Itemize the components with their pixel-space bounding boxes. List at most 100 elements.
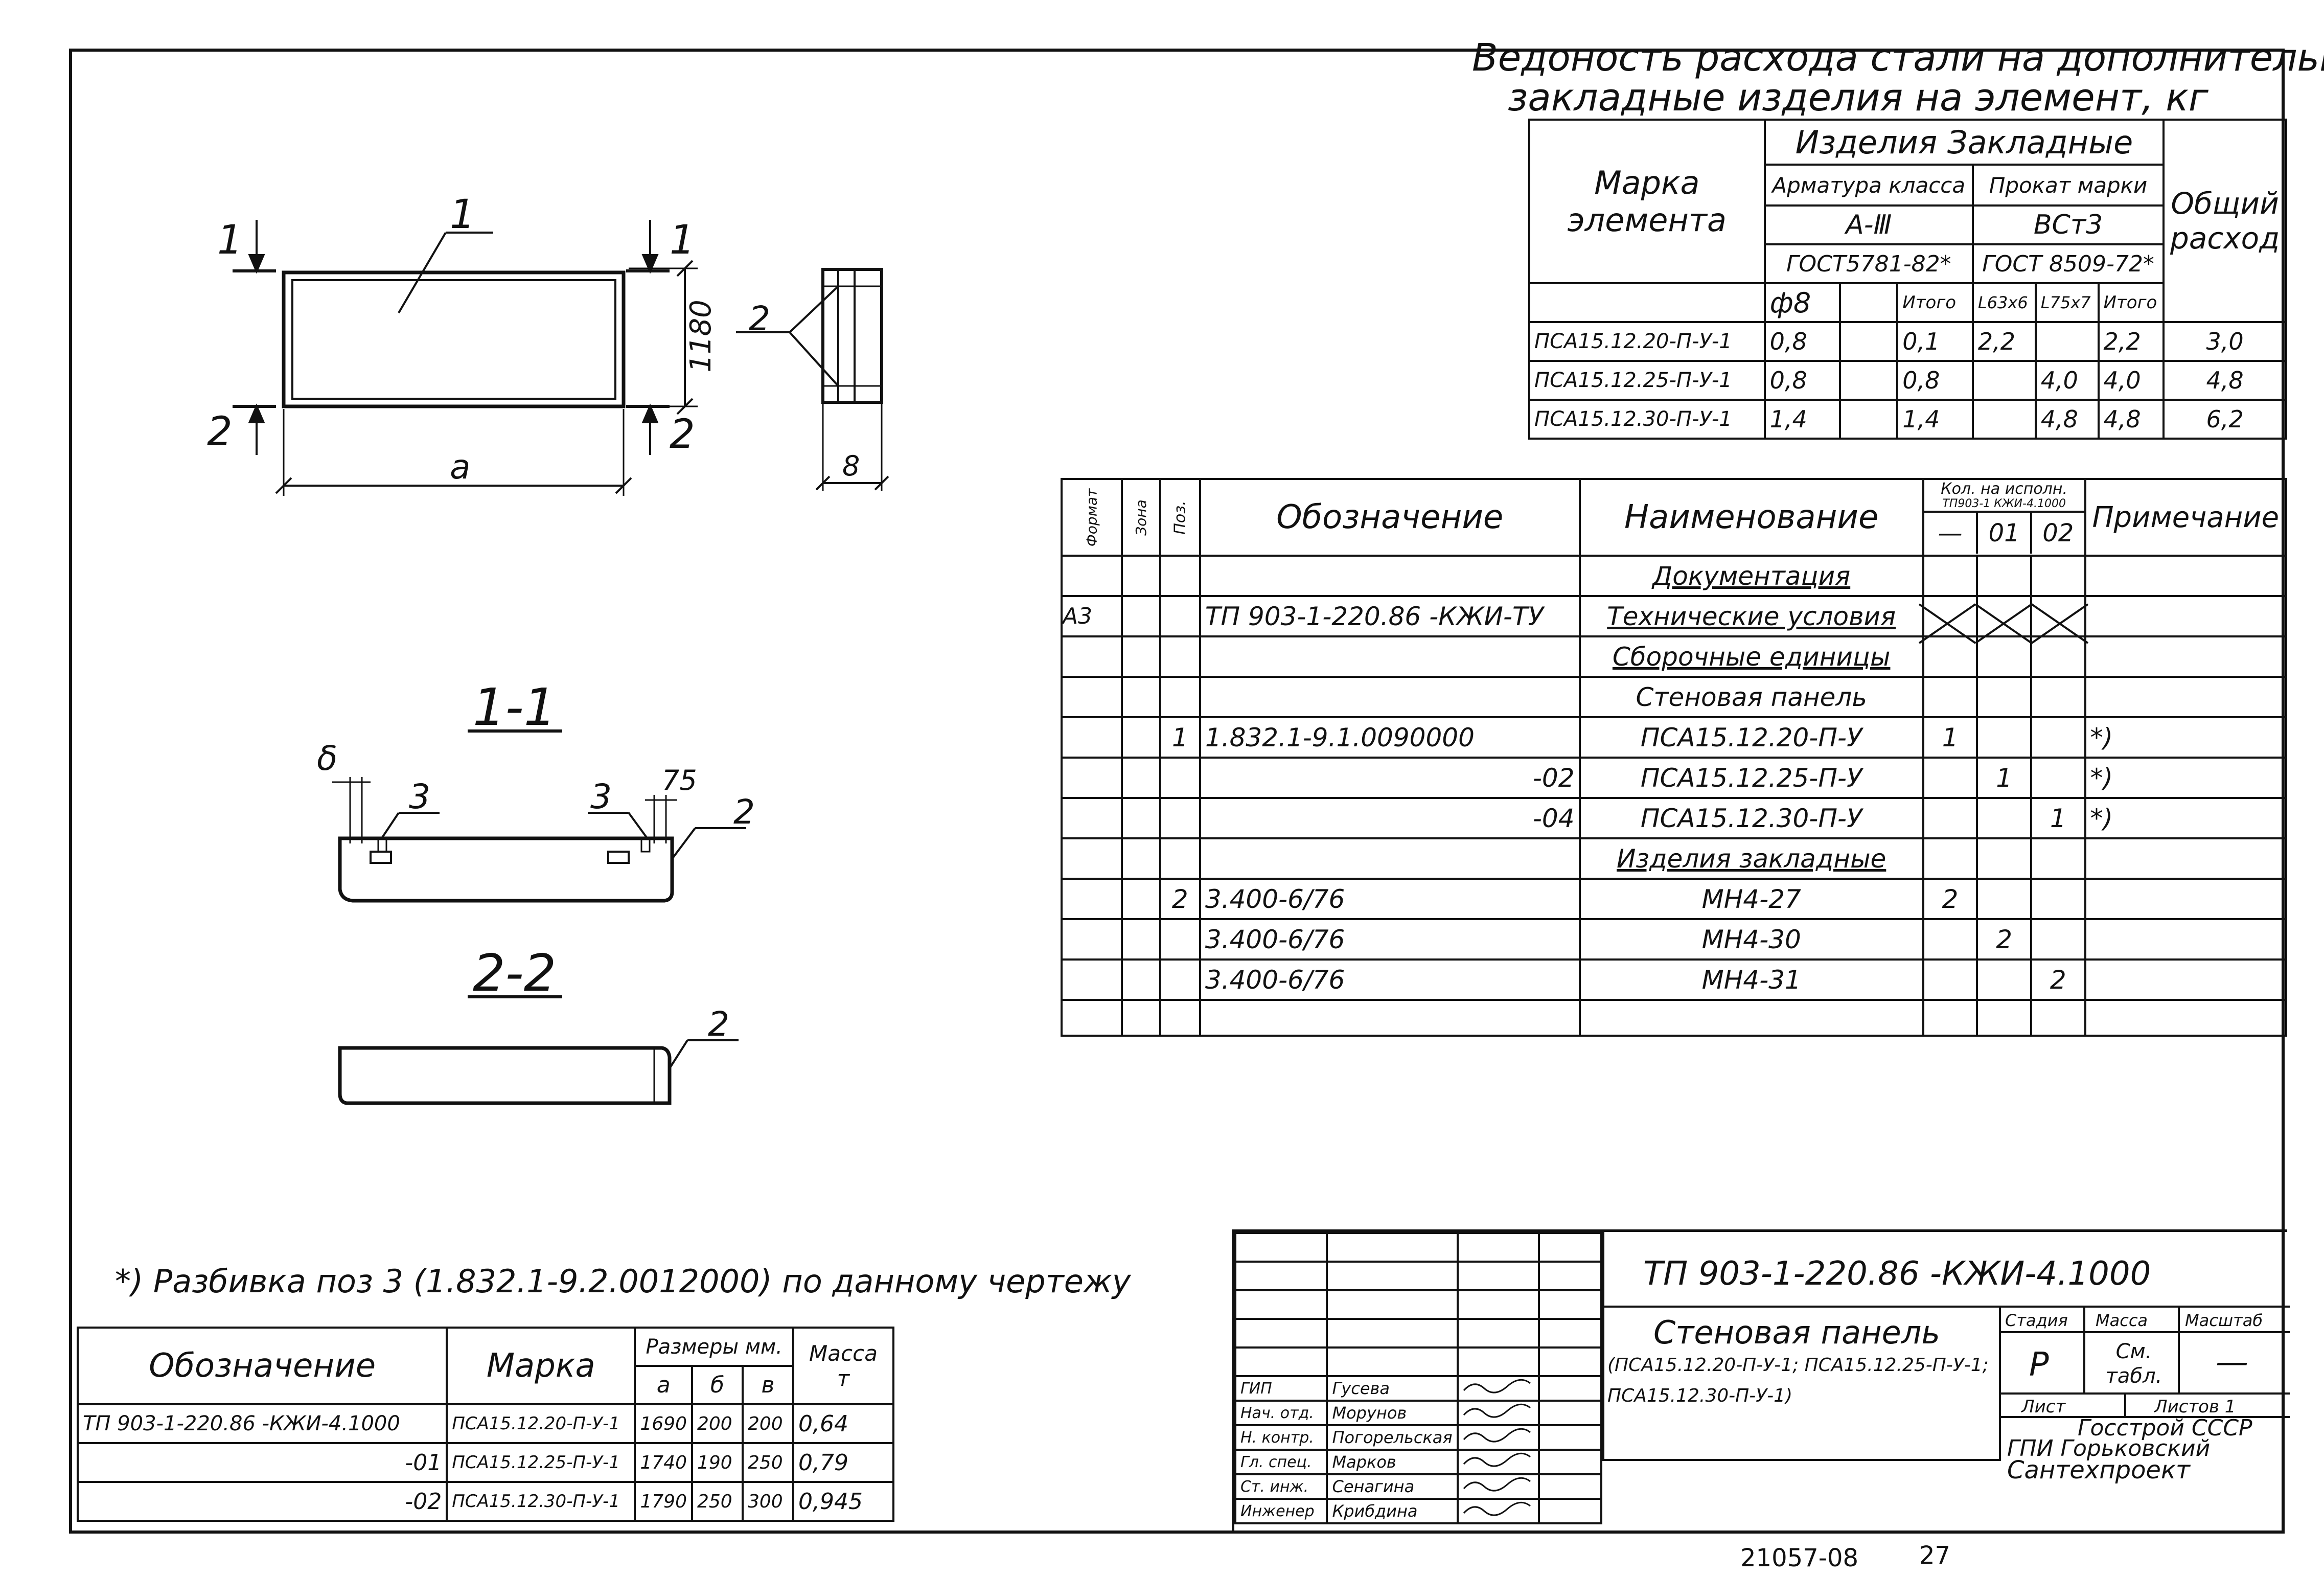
spec-qty-2 (2030, 676, 2086, 718)
spec-designation: 3.400-6/76 (1199, 878, 1581, 920)
panel-side-view (821, 268, 883, 404)
spec-format (1061, 999, 1123, 1037)
spec-designation: 1.832.1-9.1.0090000 (1199, 716, 1581, 759)
spec-name: МН4-27 (1578, 878, 1924, 920)
table-row: Изделия закладные (1061, 837, 2288, 880)
spec-qty-0 (1922, 676, 1978, 718)
spec-qty-2 (2030, 635, 2086, 678)
spec-note (2084, 878, 2288, 920)
rebar-gost: ГОСТ5781-82* (1763, 243, 1974, 284)
subheader-total-2: Итого (2097, 282, 2165, 323)
spec-qty-0 (1922, 958, 1978, 1001)
spec-pos (1159, 635, 1201, 678)
spec-qty-1 (1976, 797, 2032, 839)
tb-sheet-header: Лист (2021, 1397, 2066, 1417)
spec-format (1061, 918, 1123, 961)
dim-thickness-value: 8 (842, 450, 860, 482)
spec-zone (1120, 918, 1161, 961)
spec-qty-0 (1922, 635, 1978, 678)
spec-cross-marks (1918, 603, 2089, 644)
spec-name: Сборочные единицы (1578, 635, 1924, 678)
tb-stage-header: Стадия (2005, 1311, 2068, 1330)
spec-h-name: Наименование (1578, 478, 1924, 557)
spec-note (2084, 595, 2288, 637)
panel-inner-edge (291, 279, 616, 400)
spec-pos (1159, 958, 1201, 1001)
spec-qty-2 (2030, 837, 2086, 880)
section-1-1-outline (338, 836, 674, 903)
spec-designation: -02 (1199, 757, 1581, 799)
steel-products-header: Изделия Закладные (1763, 119, 2165, 166)
signature (1456, 1473, 1540, 1500)
spec-table: Формат Зона Поз. Обозначение Наименовани… (1061, 478, 2288, 1037)
spec-format (1061, 757, 1123, 799)
leader-1 (398, 232, 447, 314)
tb-mass: См. табл. (2105, 1340, 2162, 1388)
spec-qty-1 (1976, 555, 2032, 597)
role-person: Морунов (1326, 1400, 1459, 1426)
role-person: Гусева (1326, 1375, 1459, 1402)
spec-designation (1199, 999, 1581, 1037)
spec-qty-0 (1922, 797, 1978, 839)
spec-h-qty: Кол. на исполн. ТП903-1 КЖИ-4.1000 — 01 … (1922, 478, 2086, 557)
role-person: Погорельская (1326, 1424, 1459, 1451)
spec-designation (1199, 676, 1581, 718)
role-person: Крибдина (1326, 1498, 1459, 1524)
spec-name: Документация (1578, 555, 1924, 597)
signature-row: Н. контр.Погорельская (1234, 1424, 1602, 1451)
dims-h-a: a (634, 1365, 693, 1405)
role-title: Ст. инж. (1234, 1473, 1328, 1500)
spec-designation: ТП 903-1-220.86 -КЖИ-ТУ (1199, 595, 1581, 637)
spec-note: *) (2084, 797, 2288, 839)
tb-doc-code: ТП 903-1-220.86 -КЖИ-4.1000 (1643, 1255, 2151, 1293)
spec-pos (1159, 595, 1201, 637)
spec-qty-2: 2 (2030, 958, 2086, 1001)
spec-name: Стеновая панель (1578, 676, 1924, 718)
section-2-2-pos2: 2 (708, 1004, 729, 1044)
spec-qty-2 (2030, 878, 2086, 920)
spec-zone (1120, 635, 1161, 678)
embed-left (370, 851, 392, 864)
spec-note (2084, 837, 2288, 880)
spec-h-format: Формат (1061, 478, 1123, 557)
tb-org-line2: ГПИ Горьковский (2007, 1435, 2211, 1461)
steel-table-title-2: закладные изделия на элемент, кг (1508, 76, 2208, 120)
spec-format (1061, 878, 1123, 920)
signature-row: Нач. отд.Морунов (1234, 1400, 1602, 1426)
spec-zone (1120, 676, 1161, 718)
tb-stage: Р (2029, 1346, 2049, 1384)
spec-qty-1 (1976, 837, 2032, 880)
archive-number: 21057-08 (1740, 1544, 1859, 1572)
panel-pos-label: 1 (450, 192, 475, 238)
spec-h-designation: Обозначение (1199, 478, 1581, 557)
section-1-1-dim75: 75 (662, 764, 697, 796)
spec-qty-0 (1922, 918, 1978, 961)
section-2-2-title: 2-2 (473, 943, 557, 1003)
spec-designation: 3.400-6/76 (1199, 958, 1581, 1001)
spec-note: *) (2084, 716, 2288, 759)
section-2-2-outline (338, 1046, 672, 1105)
cut-label-1-right: 1 (670, 217, 695, 263)
spec-format (1061, 676, 1123, 718)
subheader-l63: L63х6 (1971, 282, 2037, 323)
subheader-l75: L75х7 (2034, 282, 2100, 323)
signature (1456, 1449, 1540, 1475)
spec-name: МН4-30 (1578, 918, 1924, 961)
spec-name: ПСА15.12.25-П-У (1578, 757, 1924, 799)
spec-qty-0 (1922, 757, 1978, 799)
embed-right (607, 851, 630, 864)
tb-mass-header: Масса (2096, 1311, 2148, 1330)
signature (1456, 1498, 1540, 1524)
spec-note: *) (2084, 757, 2288, 799)
spec-qty-1 (1976, 878, 2032, 920)
spec-qty-0 (1922, 595, 1978, 637)
